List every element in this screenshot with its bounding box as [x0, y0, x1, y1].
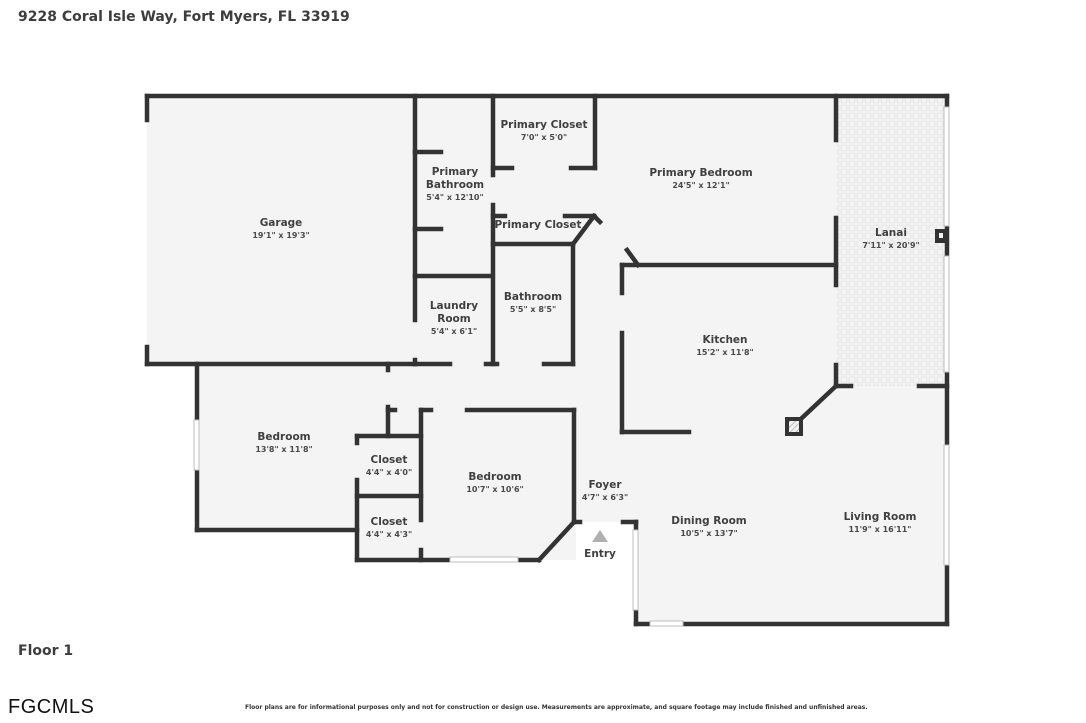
room-dimensions: 7'0" x 5'0": [520, 133, 568, 142]
room-dimensions: 10'7" x 10'6": [466, 485, 524, 494]
room-dimensions: 11'9" x 16'11": [848, 525, 912, 534]
room-bedroom-1: Bedroom 13'8" x 11'8": [255, 431, 312, 455]
mls-logo: FGCMLS: [8, 696, 95, 718]
room-primary-closet-2: Primary Closet: [494, 219, 581, 232]
room-bedroom-2: Bedroom 10'7" x 10'6": [466, 471, 523, 495]
room-name: Kitchen: [702, 334, 748, 346]
room-name: Bedroom: [257, 431, 311, 443]
room-laundry: Laundry Room 5'4" x 6'1": [430, 300, 478, 337]
windows: [193, 106, 950, 627]
disclaimer-text: Floor plans are for informational purpos…: [245, 704, 868, 711]
walls: [144, 93, 950, 627]
room-name: Primary: [431, 166, 479, 178]
room-dimensions: 7'11" x 20'9": [862, 241, 920, 250]
room-foyer: Foyer 4'7" x 6'3": [582, 479, 628, 503]
room-name: Closet: [370, 516, 408, 528]
room-dining: Dining Room 10'5" x 13'7": [671, 515, 747, 539]
room-name: Lanai: [875, 227, 907, 239]
room-primary-closet: Primary Closet 7'0" x 5'0": [500, 119, 587, 143]
room-dimensions: 13'8" x 11'8": [255, 445, 313, 454]
room-name: Primary Closet: [500, 119, 588, 131]
room-closet-1: Closet 4'4" x 4'0": [366, 454, 412, 478]
room-dimensions: 4'4" x 4'0": [365, 468, 413, 477]
room-dimensions: 4'4" x 4'3": [365, 530, 413, 539]
room-name: Room: [437, 313, 471, 325]
room-living: Living Room 11'9" x 16'11": [844, 511, 917, 535]
room-dimensions: 19'1" x 19'3": [252, 231, 310, 240]
room-name: Bathroom: [503, 291, 563, 303]
room-dimensions: 15'2" x 11'8": [696, 348, 754, 357]
room-name: Bedroom: [468, 471, 522, 483]
room-kitchen: Kitchen 15'2" x 11'8": [696, 334, 753, 358]
room-name: Bathroom: [425, 179, 485, 191]
room-bathroom: Bathroom 5'5" x 8'5": [504, 291, 562, 315]
room-dimensions: 10'5" x 13'7": [680, 529, 738, 538]
room-dimensions: 5'4" x 12'10": [426, 193, 484, 202]
room-primary-bathroom: Primary Bathroom 5'4" x 12'10": [426, 166, 484, 203]
room-name: Foyer: [588, 479, 622, 491]
room-dimensions: 24'5" x 12'1": [672, 181, 730, 190]
room-name: Living Room: [843, 511, 917, 523]
room-name: Dining Room: [671, 515, 747, 527]
floor-fills: [147, 96, 947, 624]
room-garage: Garage 19'1" x 19'3": [252, 217, 309, 241]
triangle-up-icon: [592, 530, 608, 542]
room-closet-2: Closet 4'4" x 4'3": [366, 516, 412, 540]
room-dimensions: 4'7" x 6'3": [581, 493, 629, 502]
property-address: 9228 Coral Isle Way, Fort Myers, FL 3391…: [18, 9, 350, 25]
room-name: Primary Closet: [494, 219, 582, 231]
room-name: Garage: [259, 217, 303, 229]
room-name: Primary Bedroom: [649, 167, 753, 179]
floor-label: Floor 1: [18, 643, 74, 659]
room-dimensions: 5'4" x 6'1": [430, 327, 478, 336]
room-name: Closet: [370, 454, 408, 466]
room-primary-bedroom: Primary Bedroom 24'5" x 12'1": [649, 167, 752, 191]
room-dimensions: 5'5" x 8'5": [509, 305, 557, 314]
room-name: Laundry: [429, 300, 479, 312]
entry-label: Entry: [584, 548, 616, 560]
room-lanai: Lanai 7'11" x 20'9": [862, 227, 919, 251]
